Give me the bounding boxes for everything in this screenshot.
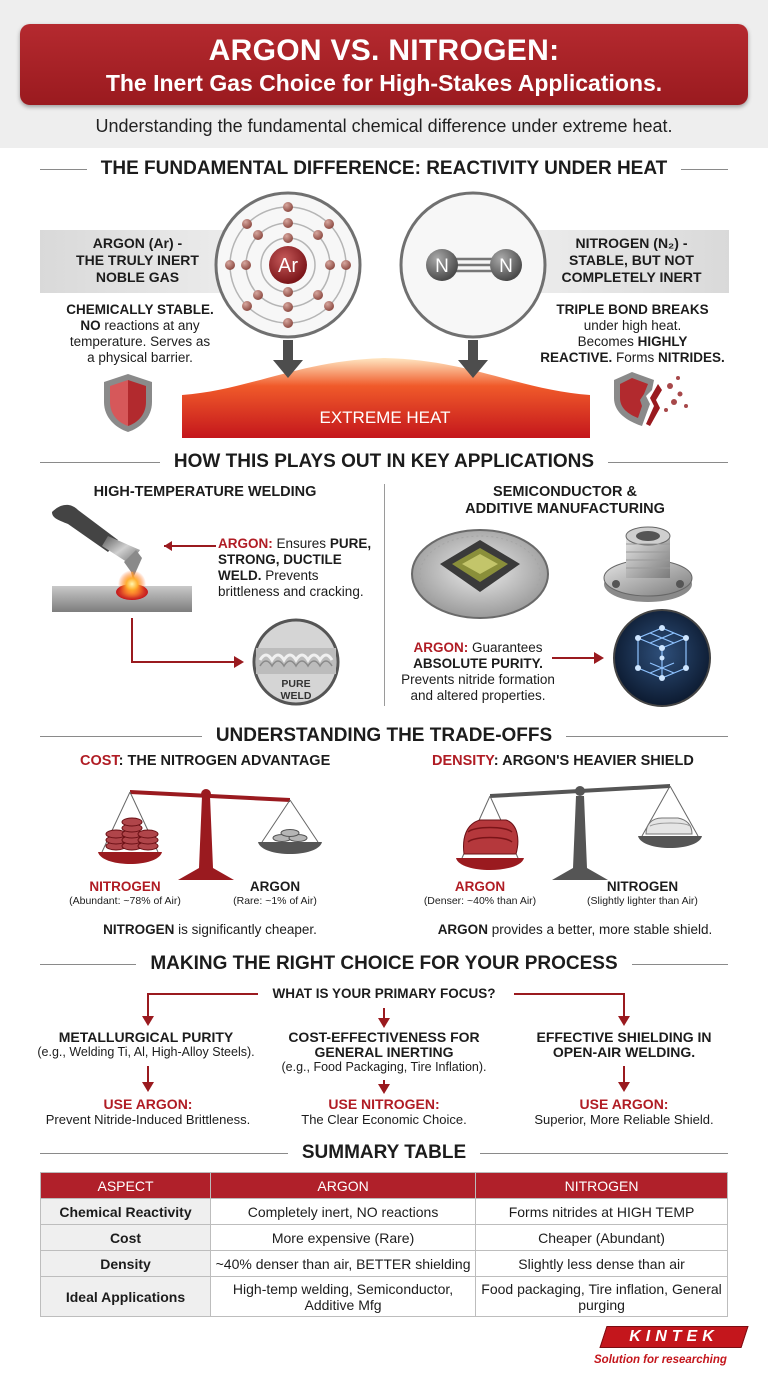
heat-mound — [182, 358, 590, 438]
page-title: ARGON VS. NITROGEN: — [208, 34, 560, 67]
density-scale-illustration — [456, 784, 702, 880]
section-heading-applications: HOW THIS PLAYS OUT IN KEY APPLICATIONS — [40, 449, 728, 475]
brand-tagline: Solution for researching — [594, 1354, 727, 1366]
cost-title: COST: THE NITROGEN ADVANTAGE — [80, 753, 331, 769]
argon-atom — [214, 191, 362, 339]
semiconductor-title: SEMICONDUCTOR &ADDITIVE MANUFACTURING — [465, 484, 665, 517]
decision-arrows — [142, 993, 630, 1028]
nitrogen-molecule — [399, 191, 547, 339]
extreme-heat-label: EXTREME HEAT — [320, 408, 451, 427]
density-title: DENSITY: ARGON'S HEAVIER SHIELD — [432, 753, 694, 769]
table-cell-nitrogen: Forms nitrides at HIGH TEMP — [475, 1198, 728, 1225]
focus-question: WHAT IS YOUR PRIMARY FOCUS? — [272, 986, 496, 1001]
table-cell-argon: High-temp welding, Semiconductor, Additi… — [209, 1276, 477, 1317]
table-cell-nitrogen: Food packaging, Tire inflation, General … — [475, 1276, 728, 1317]
table-row: Cost More expensive (Rare) Cheaper (Abun… — [40, 1224, 728, 1251]
cost-scale-illustration — [98, 789, 322, 880]
broken-shield-icon — [614, 372, 688, 426]
table-row: Chemical Reactivity Completely inert, NO… — [40, 1198, 728, 1225]
table-cell-argon: Completely inert, NO reactions — [209, 1198, 477, 1225]
argon-title-box: ARGON (Ar) - THE TRULY INERT NOBLE GAS — [40, 230, 235, 293]
result-arrows — [142, 1066, 630, 1094]
brand-name: KINTEK — [629, 1328, 719, 1345]
page-subtitle: Understanding the fundamental chemical d… — [95, 116, 673, 136]
column-header: ARGON — [209, 1172, 477, 1199]
option-cost: COST-EFFECTIVENESS FOR GENERAL INERTING … — [281, 1029, 487, 1075]
page-title-line2: The Inert Gas Choice for High-Stakes App… — [105, 70, 663, 96]
cost-right-label: ARGON (Rare: ~1% of Air) — [233, 879, 317, 908]
table-cell-nitrogen: Cheaper (Abundant) — [475, 1224, 728, 1251]
density-summary: ARGON provides a better, more stable shi… — [437, 922, 713, 937]
result-shielding: USE ARGON: Superior, More Reliable Shiel… — [534, 1096, 714, 1127]
argon-symbol: Ar — [278, 255, 298, 277]
table-cell-aspect: Ideal Applications — [40, 1276, 211, 1317]
density-left-label: ARGON (Denser: ~40% than Air) — [423, 879, 537, 908]
table-cell-nitrogen: Slightly less dense than air — [475, 1250, 728, 1277]
semiconductor-description: ARGON: Guarantees ABSOLUTE PURITY. Preve… — [401, 640, 555, 703]
result-purity: USE ARGON: Prevent Nitride-Induced Britt… — [45, 1096, 251, 1127]
nitrogen-title-box: NITROGEN (N₂) - STABLE, BUT NOT COMPLETE… — [534, 230, 729, 293]
table-header-row: ASPECT ARGON NITROGEN — [40, 1172, 728, 1199]
option-shielding: EFFECTIVE SHIELDING IN OPEN-AIR WELDING. — [536, 1029, 712, 1060]
title-banner: ARGON VS. NITROGEN: The Inert Gas Choice… — [20, 24, 748, 105]
nitrogen-symbol-left: N — [435, 256, 449, 277]
density-right-label: NITROGEN (Slightly lighter than Air) — [587, 879, 698, 908]
section-heading-summary: SUMMARY TABLE — [40, 1140, 728, 1166]
table-cell-aspect: Cost — [40, 1224, 211, 1251]
table-cell-aspect: Chemical Reactivity — [40, 1198, 211, 1225]
cost-left-label: NITROGEN (Abundant: ~78% of Air) — [69, 879, 181, 908]
table-row: Ideal Applications High-temp welding, Se… — [40, 1276, 728, 1317]
cost-summary: NITROGEN is significantly cheaper. — [103, 922, 317, 937]
semiconductor-illustration — [411, 526, 711, 707]
welding-illustration — [52, 504, 340, 706]
welding-title: HIGH-TEMPERATURE WELDING — [93, 484, 317, 500]
section-heading-fundamental: THE FUNDAMENTAL DIFFERENCE: REACTIVITY U… — [40, 156, 729, 182]
section-heading-choice: MAKING THE RIGHT CHOICE FOR YOUR PROCESS — [40, 951, 729, 977]
reactivity-illustration: Ar N N EXTREME HEAT — [182, 191, 590, 438]
arrow-down-icon — [273, 340, 303, 378]
table-row: Density ~40% denser than air, BETTER shi… — [40, 1250, 728, 1277]
table-cell-argon: More expensive (Rare) — [209, 1224, 477, 1251]
intact-shield-icon — [104, 374, 152, 432]
nitrogen-description: TRIPLE BOND BREAKS under high heat. Beco… — [540, 302, 725, 365]
arrow-down-icon — [458, 340, 488, 378]
table-cell-argon: ~40% denser than air, BETTER shielding — [209, 1250, 477, 1277]
section-heading-tradeoffs: UNDERSTANDING THE TRADE-OFFS — [40, 723, 729, 749]
column-header: ASPECT — [40, 1172, 211, 1199]
option-purity: METALLURGICAL PURITY (e.g., Welding Ti, … — [37, 1029, 255, 1060]
divider — [384, 484, 385, 706]
summary-table: ASPECT ARGON NITROGEN Chemical Reactivit… — [40, 1172, 728, 1317]
result-cost: USE NITROGEN: The Clear Economic Choice. — [301, 1096, 467, 1127]
nitrogen-symbol-right: N — [499, 256, 513, 277]
column-header: NITROGEN — [475, 1172, 728, 1199]
welding-description: ARGON: Ensures PURE, STRONG, DUCTILE WEL… — [218, 536, 372, 599]
argon-description: CHEMICALLY STABLE. NO reactions at any t… — [66, 302, 214, 365]
table-cell-aspect: Density — [40, 1250, 211, 1277]
